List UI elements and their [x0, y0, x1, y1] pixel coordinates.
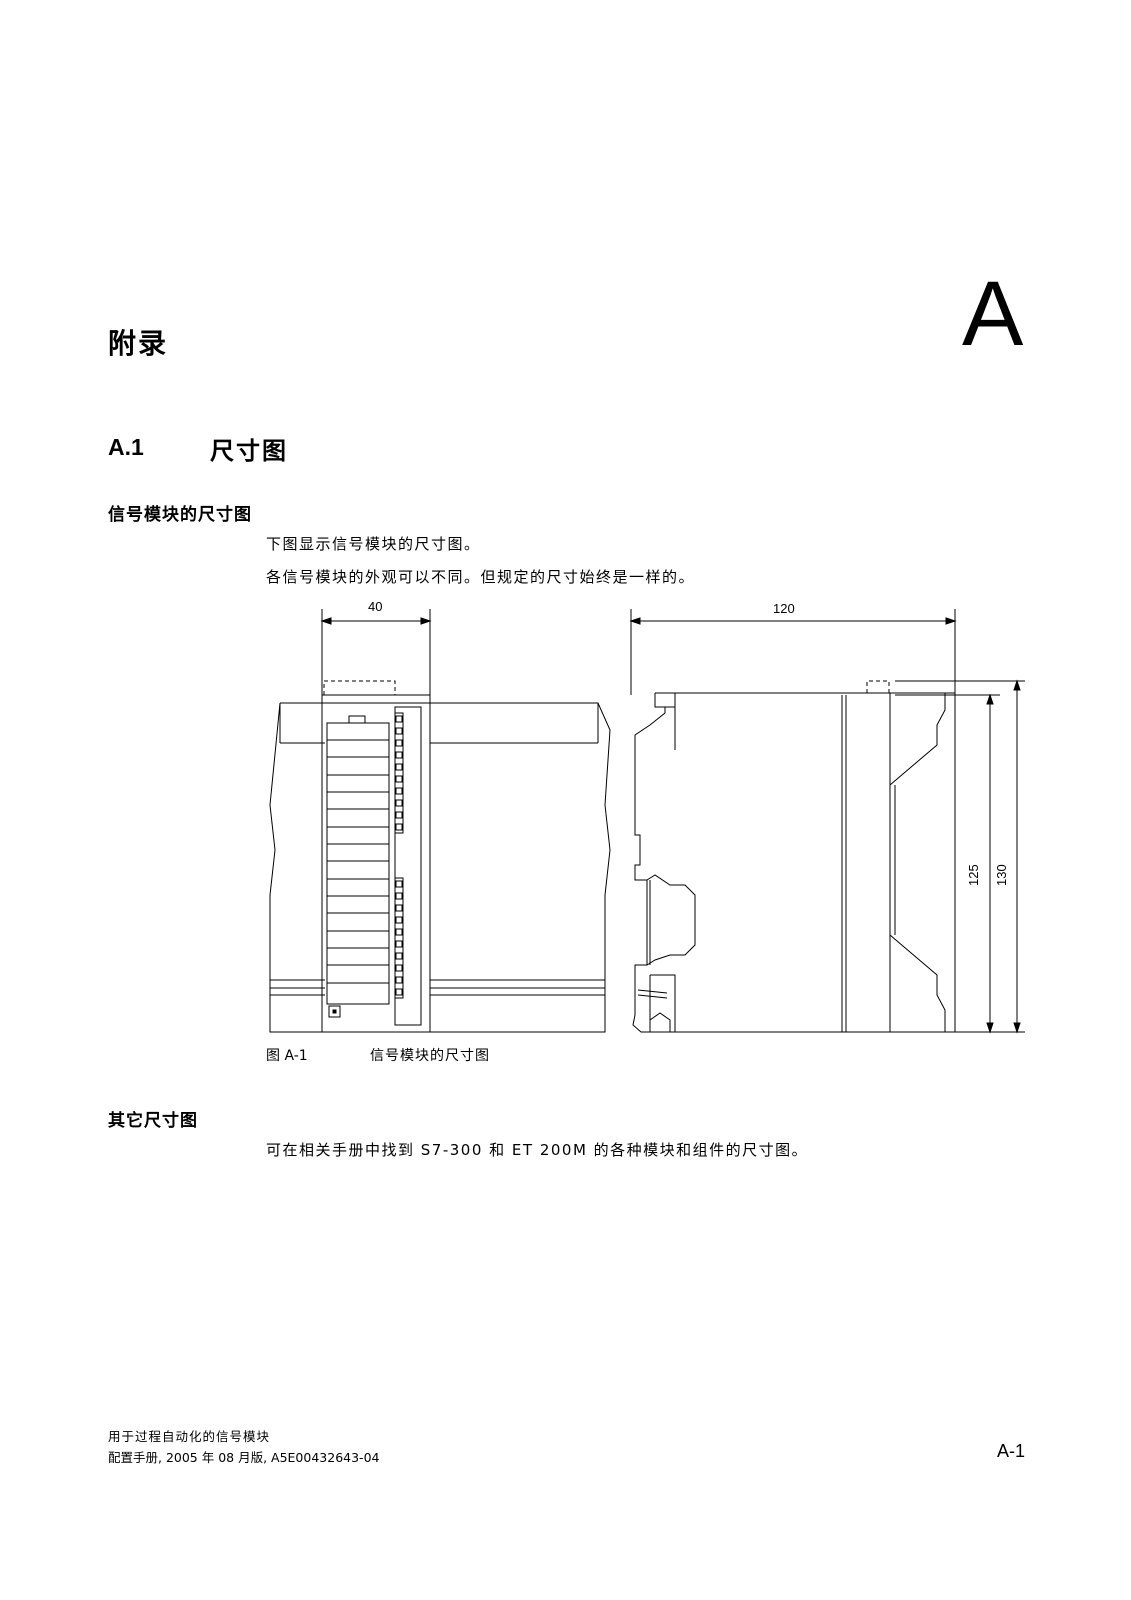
- page-number: A-1: [997, 1441, 1026, 1461]
- chapter-letter: A: [962, 263, 1024, 365]
- dimension-height-outer: 130: [994, 864, 1009, 886]
- subsection-heading-other-drawings: 其它尺寸图: [108, 1111, 198, 1131]
- figure-caption-number: 图 A-1: [266, 1048, 308, 1064]
- dimension-drawing-figure: 40 120 125 130: [269, 599, 1025, 1034]
- paragraph-figure-intro: 下图显示信号模块的尺寸图。: [266, 535, 481, 553]
- paragraph-appearance-note: 各信号模块的外观可以不同。但规定的尺寸始终是一样的。: [266, 568, 696, 586]
- footer-document-title: 用于过程自动化的信号模块: [108, 1429, 271, 1444]
- footer-edition-info: 配置手册, 2005 年 08 月版, A5E00432643-04: [108, 1450, 380, 1465]
- side-view-drawing: [629, 609, 1025, 1034]
- dimension-depth: 120: [773, 601, 795, 616]
- figure-caption-text: 信号模块的尺寸图: [370, 1048, 490, 1064]
- front-view-drawing: [269, 609, 611, 1033]
- section-number: A.1: [108, 434, 144, 460]
- paragraph-other-drawings: 可在相关手册中找到 S7-300 和 ET 200M 的各种模块和组件的尺寸图。: [266, 1141, 809, 1159]
- section-title: 尺寸图: [210, 437, 288, 465]
- dimension-width-front: 40: [368, 599, 382, 614]
- subsection-heading-dimension-drawing: 信号模块的尺寸图: [108, 505, 252, 525]
- chapter-title: 附录: [108, 327, 169, 360]
- dimension-height-inner: 125: [966, 864, 981, 886]
